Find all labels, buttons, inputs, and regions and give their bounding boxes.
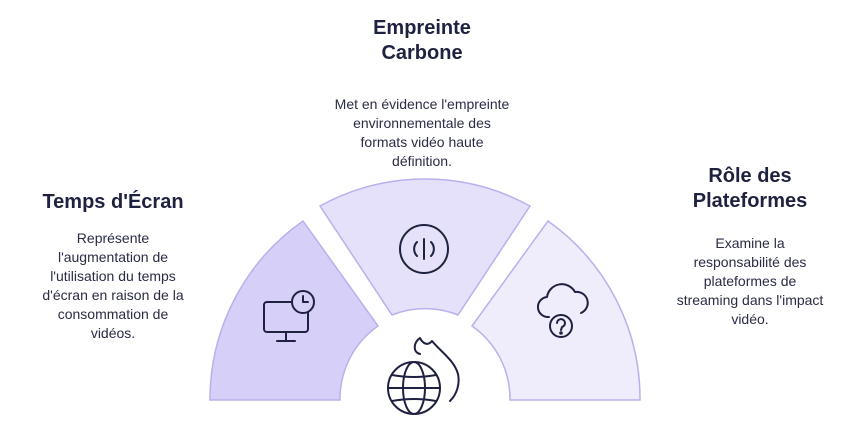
empreinte-carbone-title: Empreinte Carbone xyxy=(322,16,522,66)
description-line: environnementale des xyxy=(353,115,491,131)
segment-role-plateformes xyxy=(470,219,641,401)
description-line: Représente xyxy=(76,230,150,246)
description-line: responsabilité des xyxy=(693,254,807,270)
cloud-question-icon xyxy=(537,283,589,338)
title-line: Plateformes xyxy=(692,190,808,212)
role-plateformes-title: Rôle des Plateformes xyxy=(650,164,850,214)
description-line: vidéo. xyxy=(731,311,769,327)
monitor-clock-icon xyxy=(263,290,315,342)
title-line: Rôle des xyxy=(708,165,792,187)
description-line: streaming dans l'impact xyxy=(676,292,824,308)
description-line: Met en évidence l'empreinte xyxy=(334,96,510,112)
description-line: l'utilisation du temps xyxy=(50,268,176,284)
description-line: consommation de xyxy=(57,306,169,322)
globe-fire-icon xyxy=(387,337,460,415)
description-line: formats vidéo haute xyxy=(360,134,484,150)
temps-ecran-description: Représente l'augmentation de l'utilisati… xyxy=(8,229,218,343)
description-line: d'écran en raison de la xyxy=(42,287,184,303)
description-line: vidéos. xyxy=(90,325,136,341)
description-line: plateformes de xyxy=(703,273,797,289)
temps-ecran-title: Temps d'Écran xyxy=(8,190,218,215)
description-line: l'augmentation de xyxy=(57,249,169,265)
description-line: Examine la xyxy=(715,235,785,251)
empreinte-carbone-description: Met en évidence l'empreinte environnemen… xyxy=(292,95,552,171)
no-signal-icon xyxy=(399,224,449,274)
role-plateformes-description: Examine la responsabilité des plateforme… xyxy=(640,234,858,329)
description-line: définition. xyxy=(392,153,452,169)
title-line: Temps d'Écran xyxy=(42,191,184,213)
title-line: Empreinte xyxy=(373,17,471,39)
title-line: Carbone xyxy=(381,42,463,64)
